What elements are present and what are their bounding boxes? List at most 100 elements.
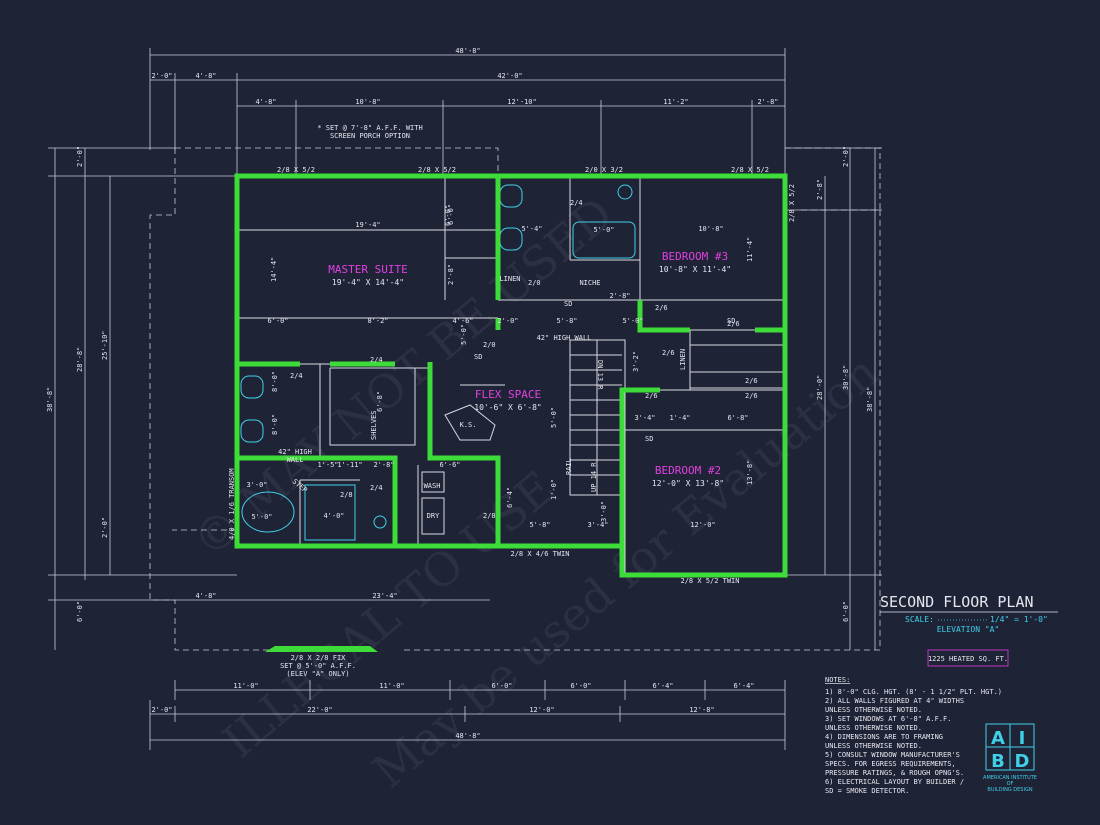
dryer — [421, 497, 445, 535]
dim-top2-1: 4'-8" — [255, 98, 276, 106]
dim-m6: 2'-8" — [447, 264, 455, 285]
door-2-6-d: 2/6 — [727, 320, 740, 328]
dim-m13: 10'-8" — [698, 225, 723, 233]
dim-top2-2: 10'-8" — [355, 98, 380, 106]
logo-line-2: OF — [1007, 781, 1014, 787]
window-fix-2: SET @ 5'-0" A.F.F. — [280, 662, 356, 670]
title-block: SECOND FLOOR PLAN SCALE: 1/4" = 1'-0" EL… — [880, 593, 1058, 667]
dim-m26: 4'-0" — [323, 512, 344, 520]
sd-label-1: SD — [564, 300, 572, 308]
dim-m9: 5'-0" — [593, 226, 614, 234]
room-bed2-name: BEDROOM #2 — [655, 464, 721, 477]
window-label-5: 2/8 X 5/2 — [788, 184, 796, 222]
dim-m2: 14'-4" — [270, 257, 278, 282]
dim-m28: 1'-0" — [550, 479, 558, 500]
dim-m17: 8'-0" — [271, 414, 279, 435]
dim-right-4: 28'-0" — [816, 375, 824, 400]
note-line-12: SD = SMOKE DETECTOR. — [825, 787, 909, 795]
dim-m21: 1'-5" — [317, 461, 338, 469]
lower-floor-outline — [149, 147, 881, 651]
dim-m35: 13'-8" — [746, 460, 754, 485]
porch-note-2: SCREEN PORCH OPTION — [330, 132, 410, 140]
sink-4 — [240, 419, 264, 443]
dim-left-1: 2'-0" — [76, 146, 84, 167]
dim-m33: 1'-4" — [669, 414, 690, 422]
rail-label: RAIL — [565, 458, 573, 475]
dim-top-c: 42'-0" — [497, 72, 522, 80]
dim-bottom2-4: 6'-0" — [570, 682, 591, 690]
window-fix-3: (ELEV "A" ONLY) — [286, 670, 349, 678]
door-2-6-f: 2/6 — [745, 377, 758, 385]
room-bed3-size: 10'-8" X 11'-4" — [659, 265, 731, 274]
ks-label: K.S. — [460, 421, 477, 429]
kneespace-desk — [444, 404, 496, 441]
dim-m5: 4'-6" — [452, 317, 473, 325]
dim-left-4: 38'-8" — [46, 387, 54, 412]
window-label-3: 2/0 X 3/2 — [585, 166, 623, 174]
note-line-11: 6) ELECTRICAL LAYOUT BY BUILDER / — [825, 778, 964, 786]
room-labels: MASTER SUITE 19'-4" X 14'-4" BEDROOM #3 … — [328, 250, 731, 488]
note-line-6: 4) DIMENSIONS ARE TO FRAMING — [825, 733, 943, 741]
linen-label-2: LINEN — [679, 349, 687, 370]
half-wall-1: 42" HIGH — [278, 448, 312, 456]
logo-letter-a: A — [991, 728, 1005, 749]
dim-m24: 6'-6" — [439, 461, 460, 469]
dim-right-5: 38'-8" — [866, 387, 874, 412]
sqft-label: 1225 HEATED SQ. FT. — [928, 655, 1008, 663]
dim-bottom2-2: 11'-0" — [379, 682, 404, 690]
dim-m3: 6'-0" — [267, 317, 288, 325]
soaking-tub — [241, 491, 295, 533]
door-2-6-a: 2/6 — [655, 304, 668, 312]
note-line-1: 1) 8'-0" CLG. HGT. (8' - 1 1/2" PLT. HGT… — [825, 688, 1002, 696]
dim-m18: 6'-8" — [376, 391, 384, 412]
stair-down-label: DN 13 R — [596, 360, 604, 390]
dim-m23: 2'-8" — [373, 461, 394, 469]
shelves-label: SHELVES — [370, 410, 378, 440]
logo-letter-i: I — [1019, 728, 1026, 749]
window-fix-1: 2/8 X 2/8 FIX — [291, 654, 347, 662]
note-line-9: SPECS. FOR EGRESS REQUIREMENTS, — [825, 760, 956, 768]
note-line-2: 2) ALL WALLS FIGURED AT 4" WIDTHS — [825, 697, 964, 705]
note-line-10: PRESSURE RATINGS, & ROUGH OPNG'S. — [825, 769, 964, 777]
sink-1 — [499, 184, 523, 208]
logo-letter-b: B — [991, 751, 1005, 772]
transom-label: 4/0 X 1/6 TRANSOM — [228, 468, 236, 540]
dim-m32: 3'-4" — [634, 414, 655, 422]
dim-m15: 2'-8" — [609, 292, 630, 300]
door-2-8-a: 2/8 — [483, 512, 496, 520]
dim-bottom3-1: 2'-0" — [151, 706, 172, 714]
room-bed2-size: 12'-0" X 13'-8" — [652, 479, 724, 488]
door-2-4-b: 2/4 — [290, 372, 303, 380]
sd-label-4: SD — [645, 435, 653, 443]
dim-top2-5: 2'-8" — [757, 98, 778, 106]
toilet-2 — [373, 515, 387, 529]
note-line-7: UNLESS OTHERWISE NOTED. — [825, 742, 922, 750]
note-line-3: UNLESS OTHERWISE NOTED. — [825, 706, 922, 714]
logo-line-1: AMERICAN INSTITUTE — [983, 775, 1037, 781]
window-label-4: 2/8 X 5/2 — [731, 166, 769, 174]
dim-m36: 12'-0" — [690, 521, 715, 529]
dim-m29: 5'-8" — [529, 521, 550, 529]
sd-label-3: SD — [727, 317, 735, 325]
dim-m14: 11'-4" — [746, 237, 754, 262]
door-2-6-e: 2/6 — [745, 392, 758, 400]
sqft-box — [927, 649, 1009, 667]
dim-bottom2-5: 6'-4" — [652, 682, 673, 690]
sink-3 — [240, 375, 264, 399]
logo-line-3: BUILDING DESIGN — [987, 787, 1032, 793]
note-line-4: 3) SET WINDOWS AT 6'-8" A.F.F. — [825, 715, 951, 723]
watermark-line-1: © MAY NOT BE USED — [182, 186, 623, 568]
dim-right-1: 2'-0" — [842, 146, 850, 167]
door-2-0-a: 2/0 — [528, 279, 541, 287]
dim-m37: 5'-0" — [550, 407, 558, 428]
washer — [421, 471, 445, 493]
plan-annotations: 2/8 X 5/2 2/8 X 5/2 2/0 X 3/2 2/8 X 5/2 … — [228, 166, 796, 678]
dim-m1: 19'-4" — [355, 221, 380, 229]
dim-m16: 8'-0" — [271, 371, 279, 392]
dim-m19: 5'-0" — [460, 324, 468, 345]
window-label-2: 2/8 X 5/2 — [418, 166, 456, 174]
dim-m39: 6'-0" — [444, 205, 452, 226]
dim-m4: 8'-2" — [367, 317, 388, 325]
plan-title: SECOND FLOOR PLAN — [880, 593, 1034, 611]
